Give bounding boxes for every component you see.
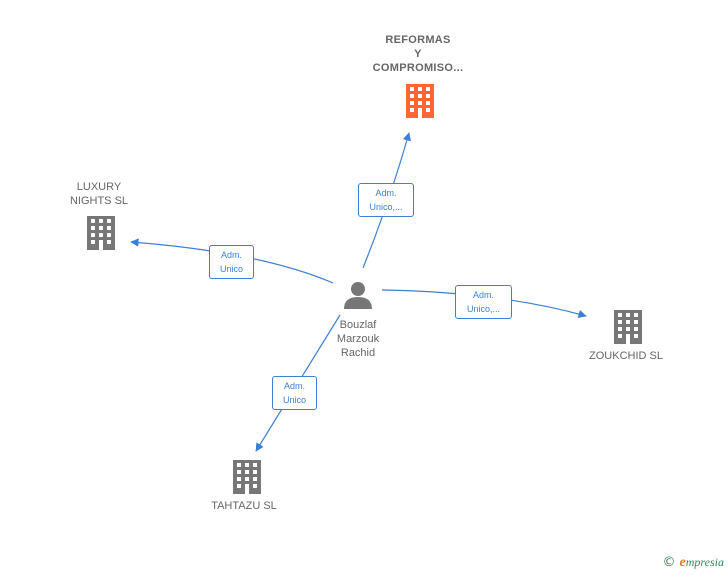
copyright-icon: © — [662, 555, 676, 570]
relation-detail: Unico — [282, 395, 306, 405]
brand-logo-e: e — [679, 555, 686, 570]
node-label-reformas[interactable]: REFORMAS Y COMPROMISO... — [372, 34, 464, 74]
brand-footer[interactable]: ©empresia — [663, 555, 724, 571]
relation-role: Adm. — [220, 250, 242, 260]
building-icon-reformas — [406, 84, 434, 118]
building-icon-zoukchid — [614, 310, 642, 344]
person-icon — [344, 282, 372, 309]
relation-detail: Unico — [219, 264, 243, 274]
relation-role: Adm. — [472, 290, 494, 300]
node-label-luxury[interactable]: LUXURY NIGHTS SL — [69, 181, 129, 207]
relation-box-tahtazu[interactable]: Adm. Unico — [272, 376, 317, 410]
node-label-center[interactable]: Bouzlaf Marzouk Rachid — [336, 319, 380, 359]
building-icon-tahtazu — [233, 460, 261, 494]
relation-box-reformas[interactable]: Adm. Unico,... — [358, 183, 414, 217]
relation-box-zoukchid[interactable]: Adm. Unico,... — [455, 285, 512, 319]
node-label-tahtazu[interactable]: TAHTAZU SL — [211, 500, 277, 512]
relation-role: Adm. — [283, 381, 305, 391]
relation-role: Adm. — [375, 188, 397, 198]
building-icon-luxury — [87, 216, 115, 250]
relation-detail: Unico,... — [369, 202, 403, 212]
relation-box-luxury[interactable]: Adm. Unico — [209, 245, 254, 279]
relation-detail: Unico,... — [466, 304, 500, 314]
node-label-zoukchid[interactable]: ZOUKCHID SL — [589, 350, 663, 362]
brand-logo-text: mpresia — [685, 555, 724, 569]
